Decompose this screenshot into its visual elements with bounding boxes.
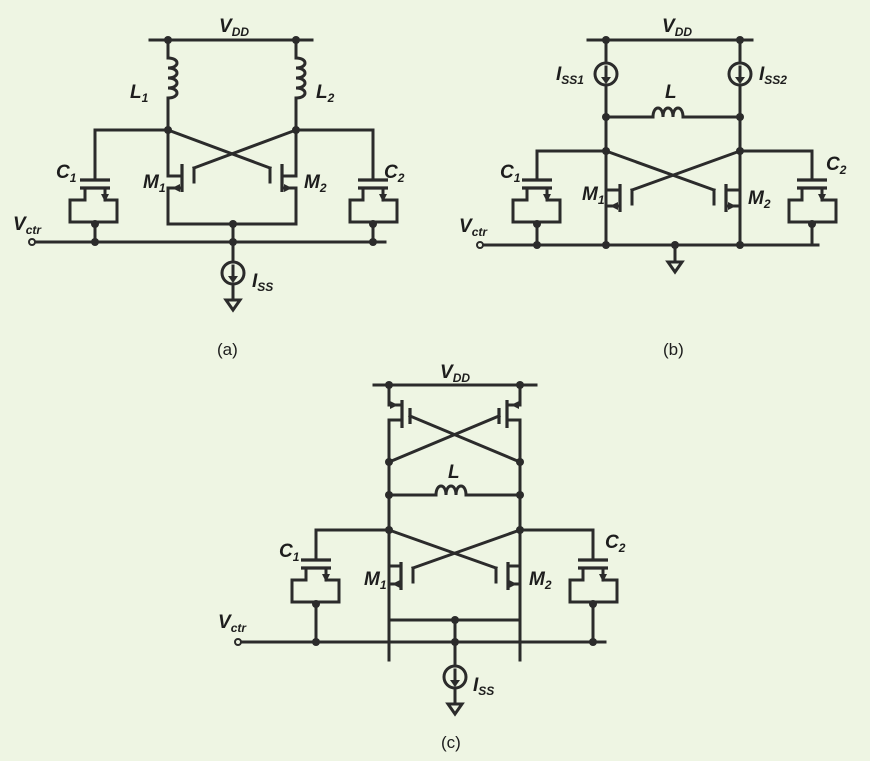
caption-b: (b): [663, 340, 684, 359]
circuit-b: VDD ISS1 ISS2 L M1 M2 C1 C2 Vctr (b): [459, 16, 847, 359]
m1-label-c: M1: [364, 569, 387, 592]
c2-label-b: C2: [826, 154, 847, 177]
m2-label-a: M2: [304, 172, 327, 195]
c2-label-c: C2: [605, 532, 626, 555]
varactor-c1-b: [511, 178, 562, 247]
transistor-m1-b: [604, 184, 634, 212]
caption-c: (c): [441, 733, 461, 752]
vctr-label-a: Vctr: [13, 214, 42, 237]
transistor-m1-c: [387, 562, 415, 590]
circuit-c: VDD L M1 M2 C1 C2 Vctr ISS (c): [218, 362, 626, 752]
transistor-m2-c: [494, 562, 522, 590]
m2-label-c: M2: [529, 569, 552, 592]
iss-label-c: ISS: [473, 675, 494, 698]
varactor-c1-a: [68, 178, 119, 244]
m1-label-b: M1: [582, 184, 605, 207]
current-source-iss1: [593, 38, 619, 247]
vctr-label-b: Vctr: [459, 216, 488, 239]
m1-label-a: M1: [143, 172, 166, 195]
vdd-label-b: VDD: [662, 16, 692, 39]
current-source-iss2: [727, 38, 753, 247]
varactor-c2-a: [348, 178, 399, 244]
current-source-iss-a: [220, 260, 246, 313]
vdd-label-c: VDD: [440, 362, 470, 385]
vdd-label-a: VDD: [219, 16, 249, 39]
caption-a: (a): [217, 340, 238, 359]
circuit-a: VDD L1 L2 M1 M2 C1 C2 Vctr ISS (a): [13, 16, 405, 359]
transistor-m1-a: [166, 164, 196, 226]
vctr-terminal-a[interactable]: [28, 238, 36, 246]
l2-label: L2: [316, 82, 335, 105]
l1-label: L1: [130, 82, 149, 105]
varactor-c1-c: [290, 558, 341, 644]
c1-label-b: C1: [500, 162, 521, 185]
varactor-c2-b: [787, 178, 838, 247]
ground-b: [665, 260, 685, 275]
inductor-l-b: [604, 106, 742, 119]
c1-label-a: C1: [56, 162, 77, 185]
transistor-m2-b: [712, 184, 742, 212]
varactor-c2-c: [568, 558, 619, 644]
inductor-l-c: [387, 484, 522, 497]
current-source-iss-c: [442, 664, 468, 717]
vctr-terminal-b[interactable]: [476, 241, 484, 249]
c1-label-c: C1: [279, 541, 300, 564]
c2-label-a: C2: [384, 162, 405, 185]
m2-label-b: M2: [748, 188, 771, 211]
l-label-c: L: [448, 462, 460, 483]
vctr-label-c: Vctr: [218, 612, 247, 635]
iss1-label: ISS1: [556, 64, 584, 87]
transistor-m2-a: [268, 164, 298, 226]
vctr-terminal-c[interactable]: [234, 638, 242, 646]
l-label-b: L: [665, 82, 677, 103]
iss-label-a: ISS: [252, 271, 273, 294]
iss2-label: ISS2: [759, 64, 787, 87]
